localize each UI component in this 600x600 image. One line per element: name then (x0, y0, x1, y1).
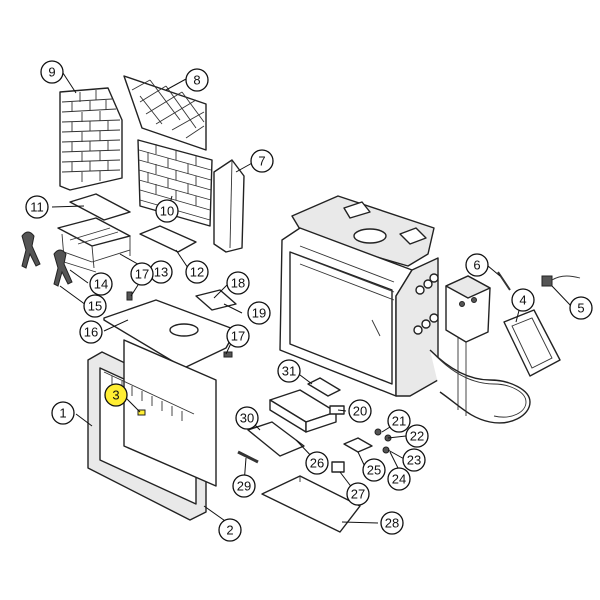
callout-14-label: 14 (94, 277, 108, 292)
callout-18-label: 18 (231, 276, 245, 291)
callout-29[interactable]: 29 (232, 474, 256, 498)
callout-19-label: 19 (252, 306, 266, 321)
callout-6[interactable]: 6 (465, 253, 489, 277)
callout-24[interactable]: 24 (387, 467, 411, 491)
callout-25-label: 25 (367, 463, 381, 478)
callout-27[interactable]: 27 (346, 482, 370, 506)
part-1-door-frame (87, 339, 217, 521)
callout-7-label: 7 (258, 154, 265, 169)
callout-2[interactable]: 2 (218, 518, 242, 542)
part-26-burner-tray (269, 389, 337, 433)
part-7-side-panel (213, 159, 245, 253)
callout-30[interactable]: 30 (235, 406, 259, 430)
callout-25[interactable]: 25 (362, 458, 386, 482)
callout-15[interactable]: 15 (83, 294, 107, 318)
callout-8-label: 8 (193, 73, 200, 88)
callout-11-label: 11 (30, 200, 44, 215)
part-9-brick-side-panel (59, 87, 123, 191)
callout-21-label: 21 (392, 414, 406, 429)
callout-19[interactable]: 19 (247, 301, 271, 325)
firebox-valve-ports (413, 273, 439, 335)
part-16-top-hood (103, 299, 237, 369)
callout-28[interactable]: 28 (380, 511, 404, 535)
part-30-plate (247, 421, 305, 457)
callout-10-label: 10 (160, 204, 174, 219)
part-17-screws (126, 291, 233, 358)
callout-2-label: 2 (226, 523, 233, 538)
callout-3-label: 3 (112, 388, 119, 403)
callout-1-label: 1 (59, 406, 66, 421)
callout-20-label: 20 (353, 404, 367, 419)
callout-18[interactable]: 18 (226, 271, 250, 295)
callout-16-label: 16 (84, 325, 98, 340)
callout-17-upper-label: 17 (135, 267, 149, 282)
callout-7[interactable]: 7 (250, 149, 274, 173)
part-5-power-cord (541, 275, 581, 287)
callout-10[interactable]: 10 (155, 199, 179, 223)
callout-5-label: 5 (577, 301, 584, 316)
callout-22[interactable]: 22 (405, 424, 429, 448)
callout-26-label: 26 (310, 456, 324, 471)
part-11-log-support (69, 193, 131, 221)
callout-6-label: 6 (473, 258, 480, 273)
callout-1[interactable]: 1 (51, 401, 75, 425)
callout-31-label: 31 (282, 364, 296, 379)
callout-28-label: 28 (385, 516, 399, 531)
junction-box (445, 275, 491, 343)
callout-5[interactable]: 5 (569, 296, 593, 320)
part-4-access-door (503, 309, 561, 377)
callout-22-label: 22 (410, 429, 424, 444)
callout-20[interactable]: 20 (348, 399, 372, 423)
callout-12-label: 12 (190, 265, 204, 280)
callout-16[interactable]: 16 (79, 320, 103, 344)
callout-11[interactable]: 11 (25, 195, 49, 219)
part-3-marker (137, 409, 146, 416)
part-21-24-fittings (374, 428, 392, 454)
part-6-tool (497, 271, 511, 291)
callout-21[interactable]: 21 (387, 409, 411, 433)
part-13-grate (57, 217, 131, 269)
part-10-brick-rear-panel (137, 139, 213, 227)
callout-4[interactable]: 4 (511, 288, 535, 312)
callout-27-label: 27 (351, 487, 365, 502)
callout-15-label: 15 (88, 299, 102, 314)
callout-14[interactable]: 14 (89, 272, 113, 296)
callout-26[interactable]: 26 (305, 451, 329, 475)
callout-9-label: 9 (48, 65, 55, 80)
part-12-ember-bed (139, 225, 197, 253)
part-8-herringbone-panel (123, 75, 207, 151)
part-27-piece (331, 461, 345, 473)
callout-17-lower-label: 17 (231, 329, 245, 344)
callout-29-label: 29 (237, 479, 251, 494)
callout-23-label: 23 (407, 453, 421, 468)
firebox-body (279, 195, 531, 424)
callout-9[interactable]: 9 (40, 60, 64, 84)
callout-8[interactable]: 8 (185, 68, 209, 92)
callout-30-label: 30 (240, 411, 254, 426)
callout-12[interactable]: 12 (185, 260, 209, 284)
part-20-small-bracket (329, 405, 345, 415)
part-25-piece (343, 437, 373, 453)
part-14-andirons (21, 231, 97, 287)
callout-23[interactable]: 23 (402, 448, 426, 472)
callout-17-lower[interactable]: 17 (226, 324, 250, 348)
callout-31[interactable]: 31 (277, 359, 301, 383)
part-31-bracket (307, 377, 341, 397)
callout-4-label: 4 (519, 293, 526, 308)
callout-24-label: 24 (392, 472, 406, 487)
callout-17-upper[interactable]: 17 (130, 262, 154, 286)
callout-3[interactable]: 3 (104, 383, 128, 407)
part-28-bottom-tray (261, 475, 361, 533)
callout-13-label: 13 (154, 265, 168, 280)
part-29-rod (237, 450, 259, 464)
